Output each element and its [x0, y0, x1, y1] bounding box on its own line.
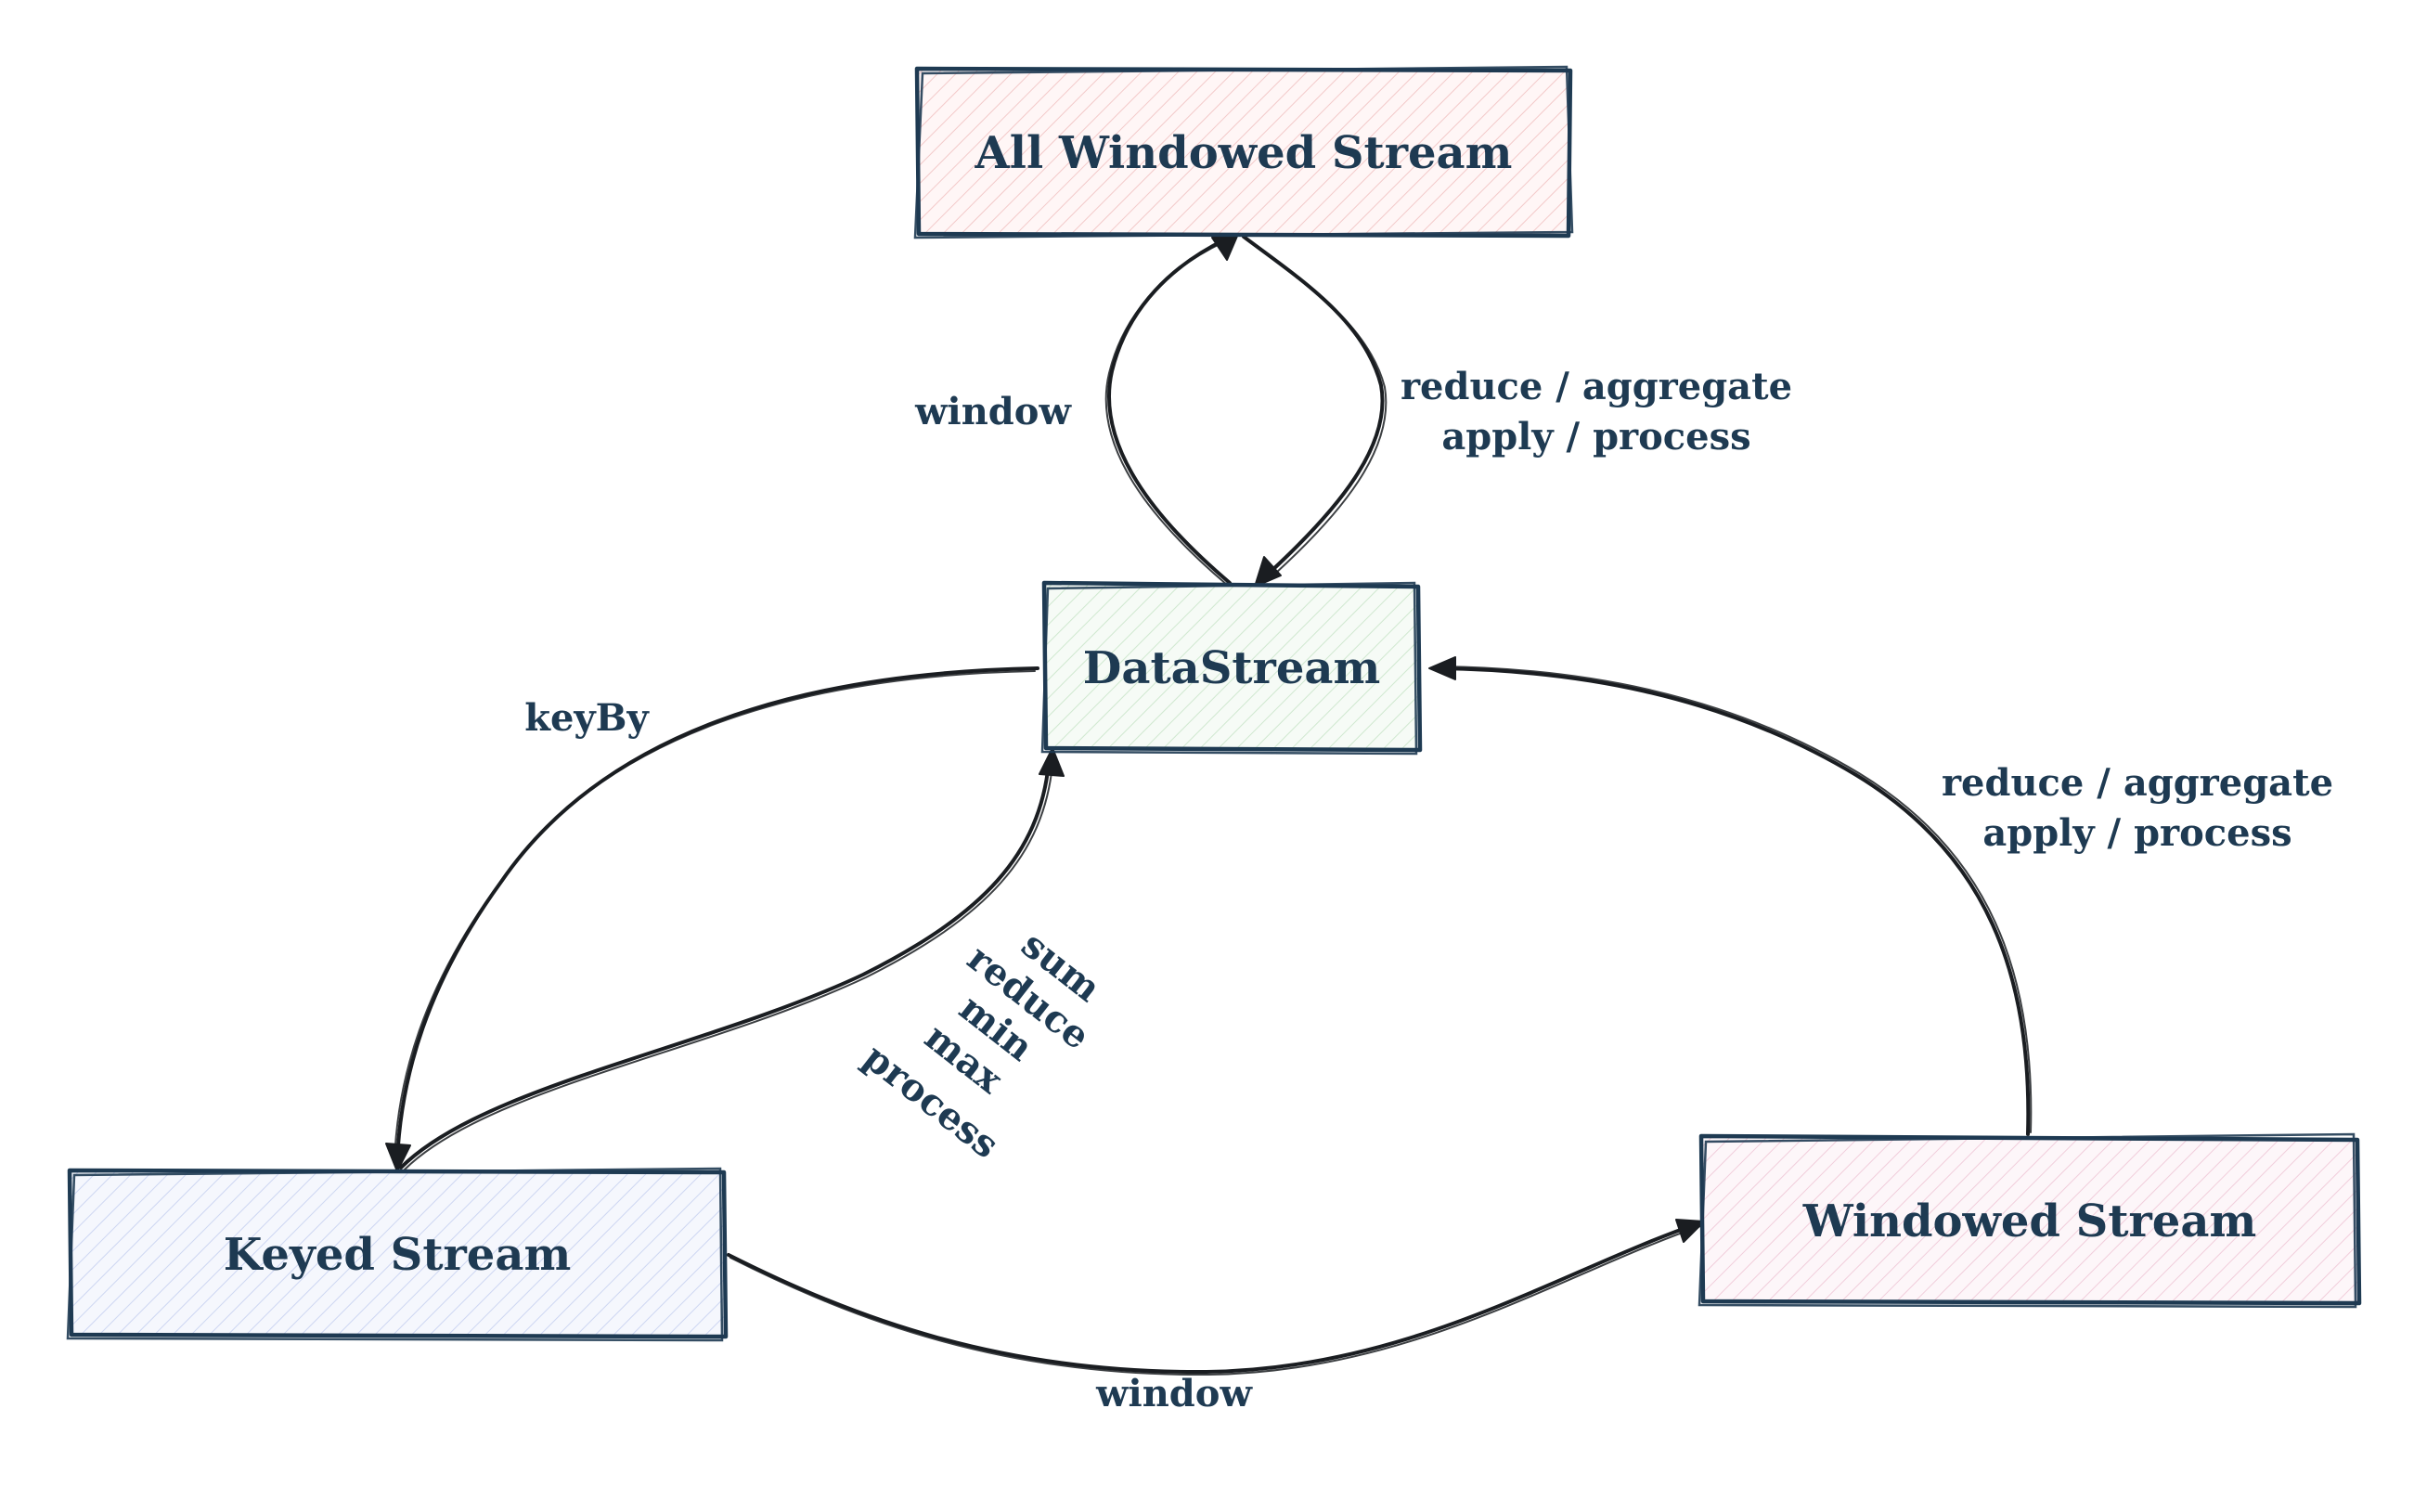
arrowhead-icon	[1039, 747, 1065, 777]
edge-label-window-bottom: window	[1095, 1372, 1253, 1415]
edge-all-windowed-to-datastream	[1242, 235, 1388, 588]
node-label: DataStream	[1083, 642, 1381, 694]
edge-datastream-to-all-windowed	[1104, 233, 1239, 586]
edge-label-reduce-aggregate-right: reduce / aggregate apply / process	[1942, 761, 2333, 855]
edge-label-line: reduce / aggregate	[1401, 365, 1792, 408]
arrowhead-icon	[385, 1143, 411, 1172]
node-keyed-stream[interactable]: Keyed Stream	[66, 1167, 729, 1342]
node-all-windowed-stream[interactable]: All Windowed Stream	[913, 65, 1574, 239]
node-label: Keyed Stream	[224, 1229, 571, 1281]
node-label: Windowed Stream	[1802, 1195, 2256, 1247]
edge-label-line: apply / process	[1441, 415, 1750, 459]
edge-label-keyby: keyBy	[524, 696, 650, 740]
edge-label-reduce-aggregate-top: reduce / aggregate apply / process	[1401, 365, 1792, 459]
edge-windowed-to-datastream	[1428, 656, 2033, 1136]
node-label: All Windowed Stream	[975, 127, 1513, 179]
edge-keyed-to-windowed	[727, 1219, 1705, 1376]
arrowhead-icon	[1254, 556, 1282, 588]
node-datastream[interactable]: DataStream	[1040, 580, 1423, 756]
edge-keyed-to-datastream	[399, 747, 1065, 1170]
edge-label-window-top: window	[914, 390, 1072, 433]
arrowhead-icon	[1428, 656, 1456, 680]
edge-label-line: reduce / aggregate	[1942, 761, 2333, 805]
edge-datastream-to-keyed	[385, 666, 1039, 1172]
arrowhead-icon	[1675, 1219, 1705, 1243]
edge-label-line: apply / process	[1982, 811, 2291, 855]
node-windowed-stream[interactable]: Windowed Stream	[1698, 1132, 2362, 1309]
